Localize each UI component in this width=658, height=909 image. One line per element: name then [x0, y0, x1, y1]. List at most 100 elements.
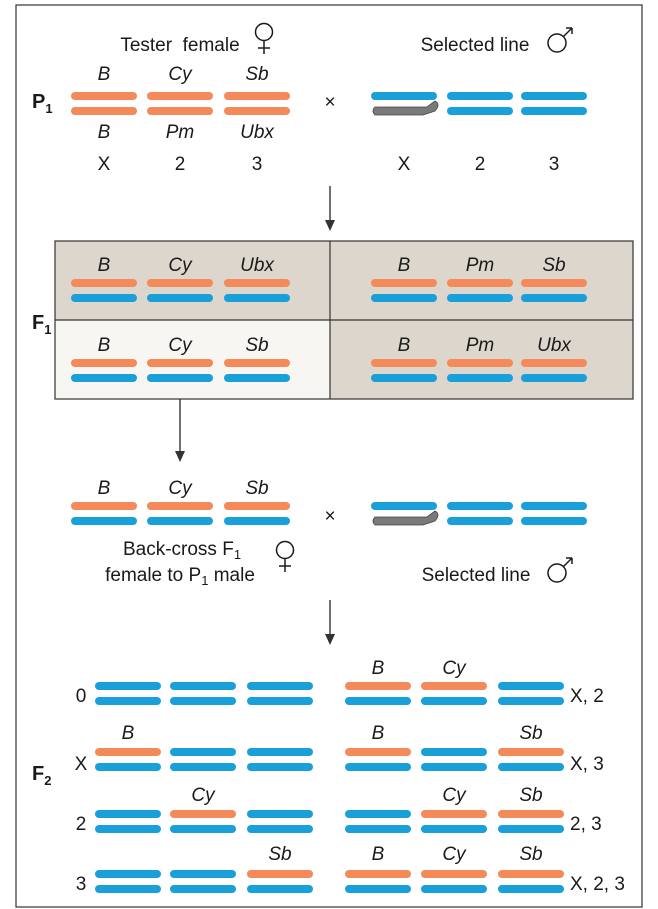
- male-title: Selected line: [421, 35, 530, 56]
- marker-label: Cy: [168, 64, 193, 85]
- chromosome-bar: [170, 885, 236, 893]
- x-chromosome-bar: [371, 92, 437, 100]
- chromosome-bar: [498, 697, 564, 705]
- female-symbol-icon: [254, 22, 274, 54]
- chromosome-bar: [447, 517, 513, 525]
- chromosome-bar: [147, 502, 213, 510]
- chromosome-bar: [224, 359, 290, 367]
- male-symbol-icon: [547, 557, 573, 583]
- chromosome-bar: [521, 502, 587, 510]
- chromosome-bar: [447, 374, 513, 382]
- f2-row-label: 2, 3: [570, 814, 602, 835]
- marker-label: B: [372, 658, 385, 679]
- chromosome-number: X: [398, 154, 411, 175]
- chromosome-number: X: [98, 154, 111, 175]
- chromosome-bar: [170, 870, 236, 878]
- chromosome-bar: [521, 92, 587, 100]
- chromosome-bar: [421, 885, 487, 893]
- chromosome-bar: [521, 359, 587, 367]
- chromosome-bar: [71, 374, 137, 382]
- marker-label: B: [372, 723, 385, 744]
- chromosome-bar: [521, 374, 587, 382]
- chromosome-bar: [421, 748, 487, 756]
- marker-label: B: [98, 335, 111, 356]
- chromosome-bar: [498, 748, 564, 756]
- marker-label: Cy: [168, 255, 193, 276]
- backcross-male-title: Selected line: [422, 565, 531, 586]
- chromosome-bar: [95, 810, 161, 818]
- chromosome-bar: [345, 748, 411, 756]
- chromosome-bar: [521, 279, 587, 287]
- backcross-caption-line2: female to P1 male: [105, 565, 255, 588]
- chromosome-bar: [421, 763, 487, 771]
- chromosome-bar: [345, 763, 411, 771]
- f2-left-marker-labels: B Cy Sb: [122, 723, 292, 865]
- chromosome-bar: [170, 682, 236, 690]
- chromosome-bar: [95, 697, 161, 705]
- marker-label: Pm: [466, 255, 495, 276]
- chromosome-bar: [447, 279, 513, 287]
- chromosome-bar: [71, 279, 137, 287]
- marker-label: B: [98, 64, 111, 85]
- chromosome-bar: [147, 517, 213, 525]
- chromosome-bar: [247, 870, 313, 878]
- female-bottom-marker-labels: B Pm Ubx: [98, 122, 276, 143]
- generation-label-f2: F2: [32, 763, 51, 788]
- chromosome-bar: [345, 697, 411, 705]
- chromosome-bar: [345, 870, 411, 878]
- chromosome-bar: [421, 810, 487, 818]
- backcross-caption-line1: Back-cross F1: [123, 539, 241, 562]
- chromosome-bar: [95, 885, 161, 893]
- chromosome-bar: [421, 825, 487, 833]
- chromosome-bar: [447, 359, 513, 367]
- chromosome-bar: [95, 682, 161, 690]
- chromosome-bars: [71, 92, 587, 893]
- marker-label: Sb: [245, 64, 268, 85]
- chromosome-bar: [498, 825, 564, 833]
- chromosome-number: 3: [252, 154, 263, 175]
- marker-label: Ubx: [240, 122, 275, 143]
- chromosome-bar: [95, 825, 161, 833]
- chromosome-bar: [521, 517, 587, 525]
- chromosome-bar: [71, 294, 137, 302]
- chromosome-bar: [71, 517, 137, 525]
- y-chromosome-bar: [372, 100, 439, 116]
- arrow-f1-to-backcross: [175, 399, 185, 462]
- chromosome-bar: [224, 92, 290, 100]
- f2-row-label: X: [75, 754, 88, 775]
- figure-border: [15, 4, 643, 908]
- marker-label: Cy: [168, 478, 193, 499]
- marker-label: Sb: [519, 844, 542, 865]
- chromosome-bar: [224, 279, 290, 287]
- chromosome-bar: [170, 810, 236, 818]
- chromosome-bar: [498, 885, 564, 893]
- marker-label: B: [398, 255, 411, 276]
- marker-label: Cy: [168, 335, 193, 356]
- marker-label: Sb: [245, 478, 268, 499]
- chromosome-bar: [147, 374, 213, 382]
- chromosome-bar: [421, 697, 487, 705]
- marker-label: B: [122, 723, 135, 744]
- chromosome-number: 2: [175, 154, 186, 175]
- marker-label: Sb: [245, 335, 268, 356]
- f2-row-label: X, 2, 3: [570, 874, 625, 895]
- female-symbol-icon: [275, 540, 295, 572]
- chromosome-bar: [345, 885, 411, 893]
- chromosome-bar: [147, 279, 213, 287]
- chromosome-bar: [371, 359, 437, 367]
- f1-marker-labels: B Cy Ubx B Pm Sb B Cy Sb B Pm Ubx: [98, 255, 573, 356]
- female-top-marker-labels: B Cy Sb: [98, 64, 269, 85]
- chromosome-bar: [521, 294, 587, 302]
- female-chromosome-numbers: X 2 3: [98, 154, 263, 175]
- chromosome-bar: [170, 748, 236, 756]
- chromosome-bar: [170, 697, 236, 705]
- chromosome-bar: [224, 294, 290, 302]
- marker-label: B: [98, 255, 111, 276]
- f2-row-label: X, 3: [570, 754, 604, 775]
- chromosome-number: 3: [549, 154, 560, 175]
- male-symbol-icon: [547, 27, 573, 53]
- marker-label: Ubx: [240, 255, 275, 276]
- cross-symbol-p1: ×: [324, 92, 335, 113]
